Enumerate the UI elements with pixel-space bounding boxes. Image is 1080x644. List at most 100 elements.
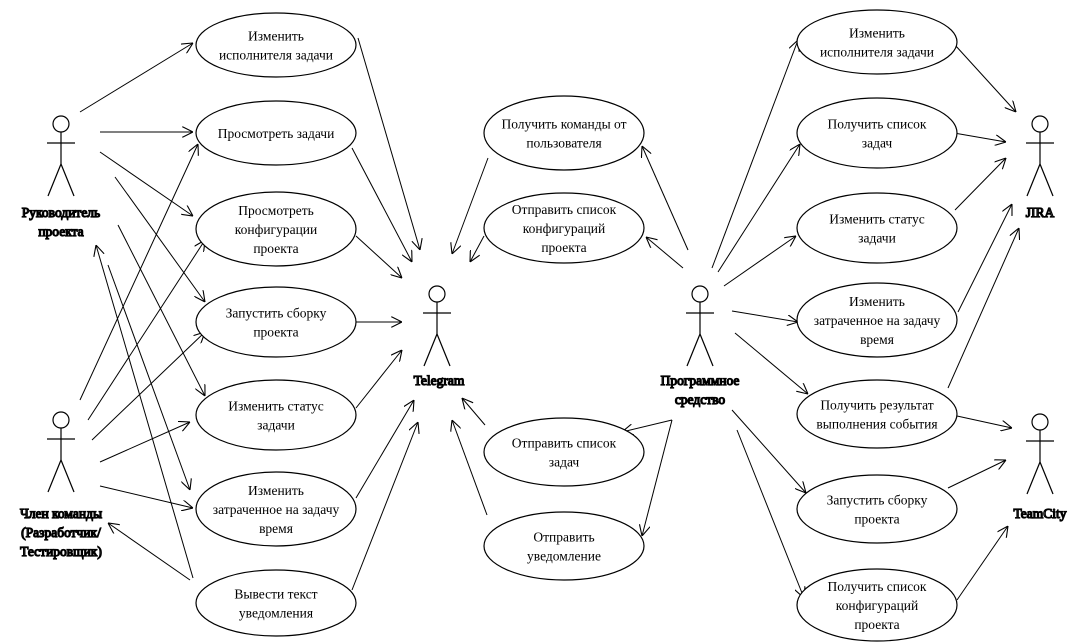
use-case-ellipse xyxy=(195,569,357,637)
use-case-ellipse xyxy=(195,100,357,166)
use-case-ellipse xyxy=(483,417,645,487)
use-case-label: Запустить сборку xyxy=(827,493,928,508)
association-arrow xyxy=(731,310,798,322)
association-arrow xyxy=(711,40,798,269)
actor-label: проекта xyxy=(38,224,83,239)
association-arrow xyxy=(351,422,418,591)
use-case-ellipse xyxy=(483,511,645,581)
association-arrow xyxy=(956,526,1008,601)
use-case-label: проекта xyxy=(253,241,298,256)
association-arrow xyxy=(957,204,1012,313)
use-case-label: затраченное на задачу xyxy=(814,313,941,328)
association-arrow xyxy=(114,176,205,302)
use-case-ellipse xyxy=(796,9,958,75)
use-case-ellipse xyxy=(195,379,357,451)
actor-telegram: Telegram xyxy=(413,285,465,389)
use-case-ellipse xyxy=(195,471,357,547)
association-arrow xyxy=(79,43,193,113)
association-arrow xyxy=(470,235,485,262)
association-arrow xyxy=(736,429,804,598)
use-case-label: Отправить xyxy=(533,530,594,545)
association-arrow xyxy=(452,420,488,516)
use-case-ellipse xyxy=(796,474,958,544)
use-case-r1: Изменить исполнителя задачи xyxy=(796,9,958,75)
use-case-label: исполнителя задачи xyxy=(820,45,934,60)
use-case-label: исполнителя задачи xyxy=(219,48,333,63)
association-arrow xyxy=(731,409,806,493)
use-case-l2: Просмотреть задачи xyxy=(195,100,357,166)
association-arrow xyxy=(117,224,205,396)
association-arrow xyxy=(954,44,1016,112)
association-arrow xyxy=(351,147,412,262)
association-arrow xyxy=(357,37,420,250)
use-case-ellipse xyxy=(796,568,958,642)
association-arrow xyxy=(355,400,414,499)
association-arrow xyxy=(96,245,194,579)
association-arrow xyxy=(87,240,205,421)
actor-teamcity: TeamCity xyxy=(1013,413,1067,522)
use-case-label: задач xyxy=(549,455,580,470)
association-arrow xyxy=(79,144,198,401)
association-arrow xyxy=(108,523,191,581)
association-arrow xyxy=(956,415,1012,428)
use-case-label: Отправить список xyxy=(512,436,617,451)
association-arrow xyxy=(642,419,673,536)
association-arrow xyxy=(953,132,1006,142)
association-arrow xyxy=(452,157,489,254)
use-case-label: уведомления xyxy=(239,606,313,621)
association-arrow xyxy=(99,485,193,508)
actor-label: JIRA xyxy=(1026,205,1055,220)
use-case-label: выполнения события xyxy=(816,417,937,432)
use-case-label: Изменить статус xyxy=(228,399,323,414)
use-case-l4: Запустить сборку проекта xyxy=(195,286,357,358)
association-arrows xyxy=(79,37,1019,601)
association-arrow xyxy=(717,144,800,273)
use-case-label: Просмотреть xyxy=(238,203,314,218)
association-arrow xyxy=(947,228,1019,389)
use-case-label: Изменить xyxy=(248,29,304,44)
use-case-label: Изменить статус xyxy=(829,212,924,227)
use-case-label: Получить список xyxy=(828,579,927,594)
use-case-label: конфигураций xyxy=(836,598,919,613)
association-arrow xyxy=(99,151,193,216)
use-case-label: Получить результат xyxy=(820,398,933,413)
use-case-label: время xyxy=(860,332,894,347)
use-case-label: Отправить список xyxy=(512,202,617,217)
actor-label: Руководитель xyxy=(22,205,100,220)
use-case-ellipse xyxy=(483,95,645,171)
use-case-m1: Получить команды от пользователя xyxy=(483,95,645,171)
association-arrow xyxy=(99,422,190,463)
use-case-ellipse xyxy=(195,12,357,78)
actor-label: Telegram xyxy=(414,373,465,388)
use-case-label: Просмотреть задачи xyxy=(218,126,335,141)
actor-label: TeamCity xyxy=(1013,506,1066,521)
use-case-label: пользователя xyxy=(526,136,601,151)
association-arrow xyxy=(646,237,684,269)
use-case-label: Запустить сборку xyxy=(226,306,327,321)
actor-label: средство xyxy=(675,392,726,407)
association-arrow xyxy=(723,236,796,287)
use-case-label: Получить список xyxy=(828,117,927,132)
use-case-label: Изменить xyxy=(849,26,905,41)
use-case-ellipse xyxy=(796,282,958,358)
use-case-label: проекта xyxy=(253,325,298,340)
association-arrow xyxy=(622,419,673,432)
use-case-l1: Изменить исполнителя задачи xyxy=(195,12,357,78)
actor-label: Член команды xyxy=(20,506,102,521)
use-case-m3: Отправить список задач xyxy=(483,417,645,487)
association-arrow xyxy=(107,264,190,490)
actor-lead: Руководитель проекта xyxy=(21,115,101,240)
use-case-label: затраченное на задачу xyxy=(213,502,340,517)
use-case-label: Получить команды от xyxy=(501,117,626,132)
